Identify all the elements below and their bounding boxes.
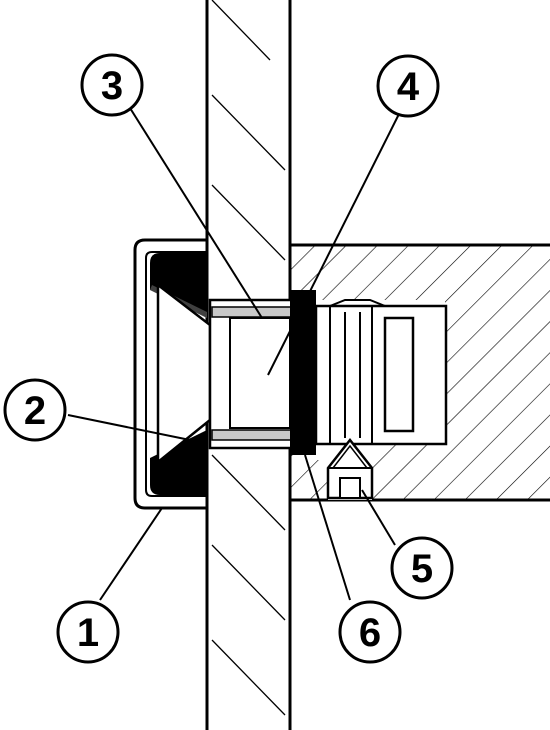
callout-1-label: 1 [77,611,99,655]
callout-6: 6 [338,600,402,664]
leader-line-5 [361,489,396,546]
leader-line-6 [304,454,351,601]
callout-1: 1 [56,600,120,664]
callout-5-label: 5 [411,547,433,591]
callout-6-label: 6 [359,611,381,655]
grub-screw [326,437,374,500]
callout-2: 2 [3,378,67,442]
callout-3: 3 [80,53,144,117]
leader-line-3 [129,107,263,319]
connector-bolt [314,299,448,446]
callout-3-label: 3 [101,64,123,108]
leader-line-1 [99,507,163,601]
callout-4: 4 [376,54,440,118]
callout-2-label: 2 [24,389,46,433]
leader-line-4 [267,111,401,376]
threaded-sleeve [208,298,297,450]
leader-line-2 [67,414,191,441]
cover-cap [133,238,207,510]
callout-4-label: 4 [397,65,420,109]
callout-5: 5 [390,536,454,600]
black-washer [290,290,316,455]
leader-lines [67,107,401,601]
